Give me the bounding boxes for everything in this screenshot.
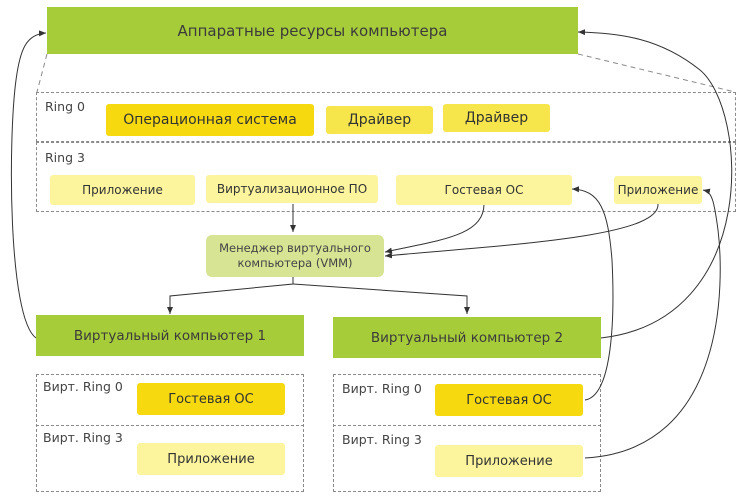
ring3-label: Ring 3 (45, 150, 85, 165)
driver-1-label: Драйвер (347, 112, 412, 128)
vmm-label-line1: Менеджер виртуального (219, 241, 371, 255)
vmm-to-vm2-arrow (292, 283, 470, 314)
hardware-resources-label: Аппаратные ресурсы компьютера (177, 21, 448, 40)
vm2-title: Виртуальный компьютер 2 (370, 329, 564, 346)
host-os-box: Операционная система (106, 104, 314, 136)
vm1-title: Виртуальный компьютер 1 (73, 327, 267, 344)
vm1-ring-divider (36, 425, 304, 426)
vm2-app-label: Приложение (465, 453, 553, 469)
vm1-guest-os-label: Гостевая ОС (168, 391, 254, 407)
ring0-label: Ring 0 (45, 99, 85, 114)
driver-box-2: Драйвер (443, 104, 550, 132)
vmm-label-line2: компьютера (VMM) (237, 256, 353, 270)
vm2-ring3-label: Вирт. Ring 3 (342, 432, 422, 447)
host-os-label: Операционная система (123, 112, 297, 128)
vm1-app-label: Приложение (167, 451, 255, 467)
vmm-to-vm1-arrow (167, 277, 294, 314)
perspective-line-right (577, 53, 736, 93)
host-guest-os-label: Гостевая ОС (444, 183, 524, 197)
vm1-ring0-label: Вирт. Ring 0 (43, 379, 123, 394)
vm2-ring0-label: Вирт. Ring 0 (342, 381, 422, 396)
host-guest-os-box: Гостевая ОС (396, 175, 572, 205)
vmm-box: Менеджер виртуального компьютера (VMM) (206, 235, 384, 277)
perspective-line-left (36, 53, 48, 93)
vm2-app-box: Приложение (435, 445, 583, 477)
vm2-ring-divider (333, 425, 601, 426)
vm2-guest-os-label: Гостевая ОС (466, 392, 552, 408)
driver-box-1: Драйвер (326, 106, 433, 134)
vm1-app-box: Приложение (137, 443, 285, 475)
vm1-rings-region (36, 374, 304, 492)
host-app-2-label: Приложение (617, 183, 699, 197)
vm2-header: Виртуальный компьютер 2 (333, 317, 601, 358)
vm1-guest-os-box: Гостевая ОС (137, 383, 285, 415)
hardware-resources-bar: Аппаратные ресурсы компьютера (47, 7, 578, 54)
vm2-guest-os-box: Гостевая ОС (435, 384, 583, 416)
vm1-header: Виртуальный компьютер 1 (36, 315, 304, 356)
vm2-guest-os-to-host-guest-os-arrow (571, 186, 614, 401)
vm1-ring3-label: Вирт. Ring 3 (43, 430, 123, 445)
virt-software-label: Виртуализационное ПО (216, 182, 368, 196)
vm2-app-to-host-app2-arrow (584, 188, 721, 459)
host-app-box-2: Приложение (614, 176, 702, 204)
driver-2-label: Драйвер (464, 110, 529, 126)
host-app-1-label: Приложение (82, 183, 163, 197)
virt-software-box: Виртуализационное ПО (206, 175, 378, 203)
host-app-box-1: Приложение (50, 175, 195, 205)
